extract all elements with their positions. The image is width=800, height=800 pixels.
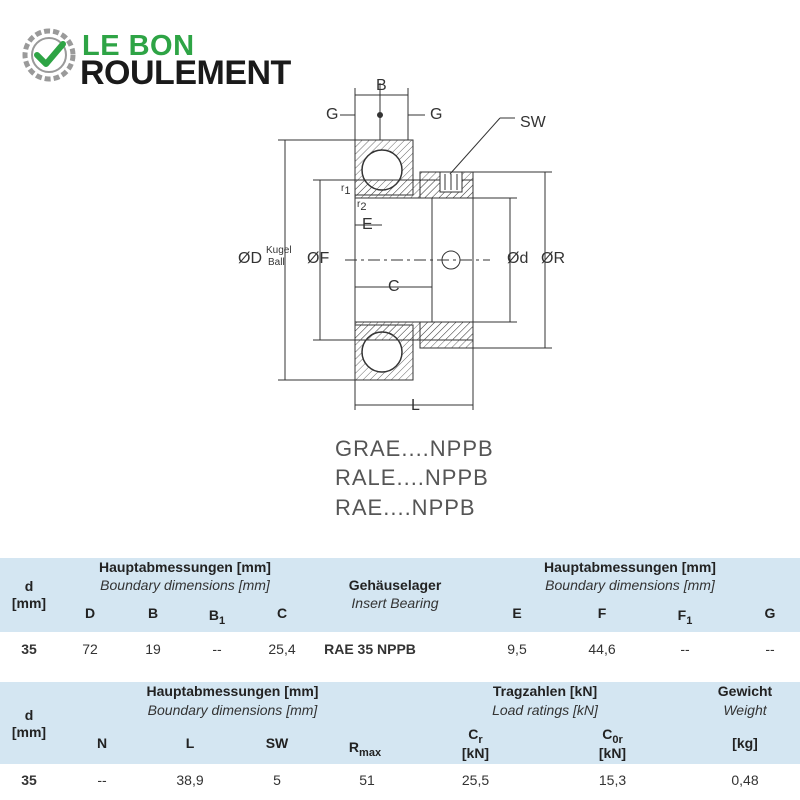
t2-row-C0r: 15,3 <box>598 772 627 788</box>
t2-group-load-en: Load ratings [kN] <box>492 702 598 718</box>
t2-row-weight: 0,48 <box>731 772 759 788</box>
label-kugel: Kugel <box>266 245 292 256</box>
label-b: B <box>376 77 387 94</box>
t1-group-left-de: Hauptabmessungen [mm] <box>99 559 271 575</box>
series-grae: GRAE....NPPB <box>335 436 494 461</box>
t1-row-d: 35 <box>21 641 37 657</box>
t2-row-SW: 5 <box>273 772 281 788</box>
table-2-header-band <box>0 682 800 764</box>
t1-row-D: 72 <box>82 641 98 657</box>
t2-row-N: -- <box>97 772 107 788</box>
t1-col-C: C <box>276 605 288 621</box>
t1-row-designation: RAE 35 NPPB <box>324 641 416 657</box>
series-rae: RAE....NPPB <box>335 495 476 520</box>
t1-col-B: B <box>147 605 159 621</box>
t1-col-d-unit: [mm] <box>11 595 47 611</box>
t2-col-C0r-unit: [kN] <box>598 745 627 761</box>
t1-col-E: E <box>512 605 522 621</box>
label-sw: SW <box>520 114 546 131</box>
label-g-left: G <box>326 106 339 123</box>
label-c: C <box>388 278 400 295</box>
t1-group-right-de: Hauptabmessungen [mm] <box>544 559 716 575</box>
t1-row-C: 25,4 <box>268 641 296 657</box>
t2-col-C0r: C0r <box>602 726 623 746</box>
t1-row-G: -- <box>765 641 775 657</box>
t2-col-N: N <box>96 735 108 751</box>
t2-group-load-de: Tragzahlen [kN] <box>492 683 598 699</box>
label-ball: Ball <box>268 257 285 268</box>
brand-logo: LE BON ROULEMENT <box>22 26 302 92</box>
bearing-check-icon <box>22 28 76 82</box>
t1-col-G: G <box>764 605 776 621</box>
t2-row-L: 38,9 <box>176 772 204 788</box>
t1-row-B1: -- <box>212 641 222 657</box>
t2-col-L: L <box>185 735 195 751</box>
t1-row-F1: -- <box>680 641 690 657</box>
t2-row-Rmax: 51 <box>359 772 375 788</box>
label-od: ØD <box>238 250 262 267</box>
label-r2: r2 <box>357 199 367 213</box>
t2-group-weight-en: Weight <box>723 702 767 718</box>
t1-insert-en: Insert Bearing <box>351 595 439 611</box>
t2-row-Cr: 25,5 <box>461 772 490 788</box>
label-g-right: G <box>430 106 443 123</box>
t1-insert-de: Gehäuselager <box>348 577 442 593</box>
dimensions-table-2: d [mm] Hauptabmessungen [mm] Boundary di… <box>0 682 800 800</box>
table-1-header-band <box>0 558 800 632</box>
t2-col-d: d <box>24 707 34 723</box>
t1-group-right-en: Boundary dimensions [mm] <box>545 577 715 593</box>
label-bore-d: Ød <box>507 250 529 267</box>
t2-group-dims-de: Hauptabmessungen [mm] <box>146 683 319 699</box>
t2-row-d: 35 <box>21 772 37 788</box>
label-l: L <box>411 397 420 414</box>
bearing-cross-section <box>278 83 552 410</box>
t2-col-d-unit: [mm] <box>11 724 47 740</box>
t1-row-B: 19 <box>145 641 161 657</box>
t2-col-kg: [kg] <box>732 735 758 751</box>
t2-col-Cr: Cr <box>468 726 483 746</box>
t1-col-F1: F1 <box>677 607 693 627</box>
bearing-technical-drawing: B G G SW r1 r2 E ØD Kugel Ball ØF C Ød Ø… <box>238 77 565 520</box>
t1-row-F: 44,6 <box>588 641 616 657</box>
t1-group-left-en: Boundary dimensions [mm] <box>100 577 270 593</box>
t1-col-F: F <box>597 605 607 621</box>
t1-row-E: 9,5 <box>507 641 527 657</box>
t1-col-d: d <box>24 578 34 594</box>
t1-col-D: D <box>84 605 96 621</box>
t2-group-dims-en: Boundary dimensions [mm] <box>147 702 318 718</box>
label-r1: r1 <box>341 183 351 197</box>
label-or: ØR <box>541 250 565 267</box>
t2-group-weight-de: Gewicht <box>717 683 773 699</box>
series-rale: RALE....NPPB <box>335 465 489 490</box>
t1-col-B1: B1 <box>208 607 226 627</box>
logo-text-roulement: ROULEMENT <box>80 54 291 92</box>
label-of: ØF <box>307 250 330 267</box>
dimensions-table-1: d [mm] Hauptabmessungen [mm] Boundary di… <box>0 558 800 668</box>
t2-col-Rmax: Rmax <box>348 739 382 759</box>
t2-col-SW: SW <box>265 735 289 751</box>
logo-text-le-bon: LE BON <box>82 30 195 62</box>
t2-col-Cr-unit: [kN] <box>461 745 490 761</box>
label-e: E <box>362 216 373 233</box>
